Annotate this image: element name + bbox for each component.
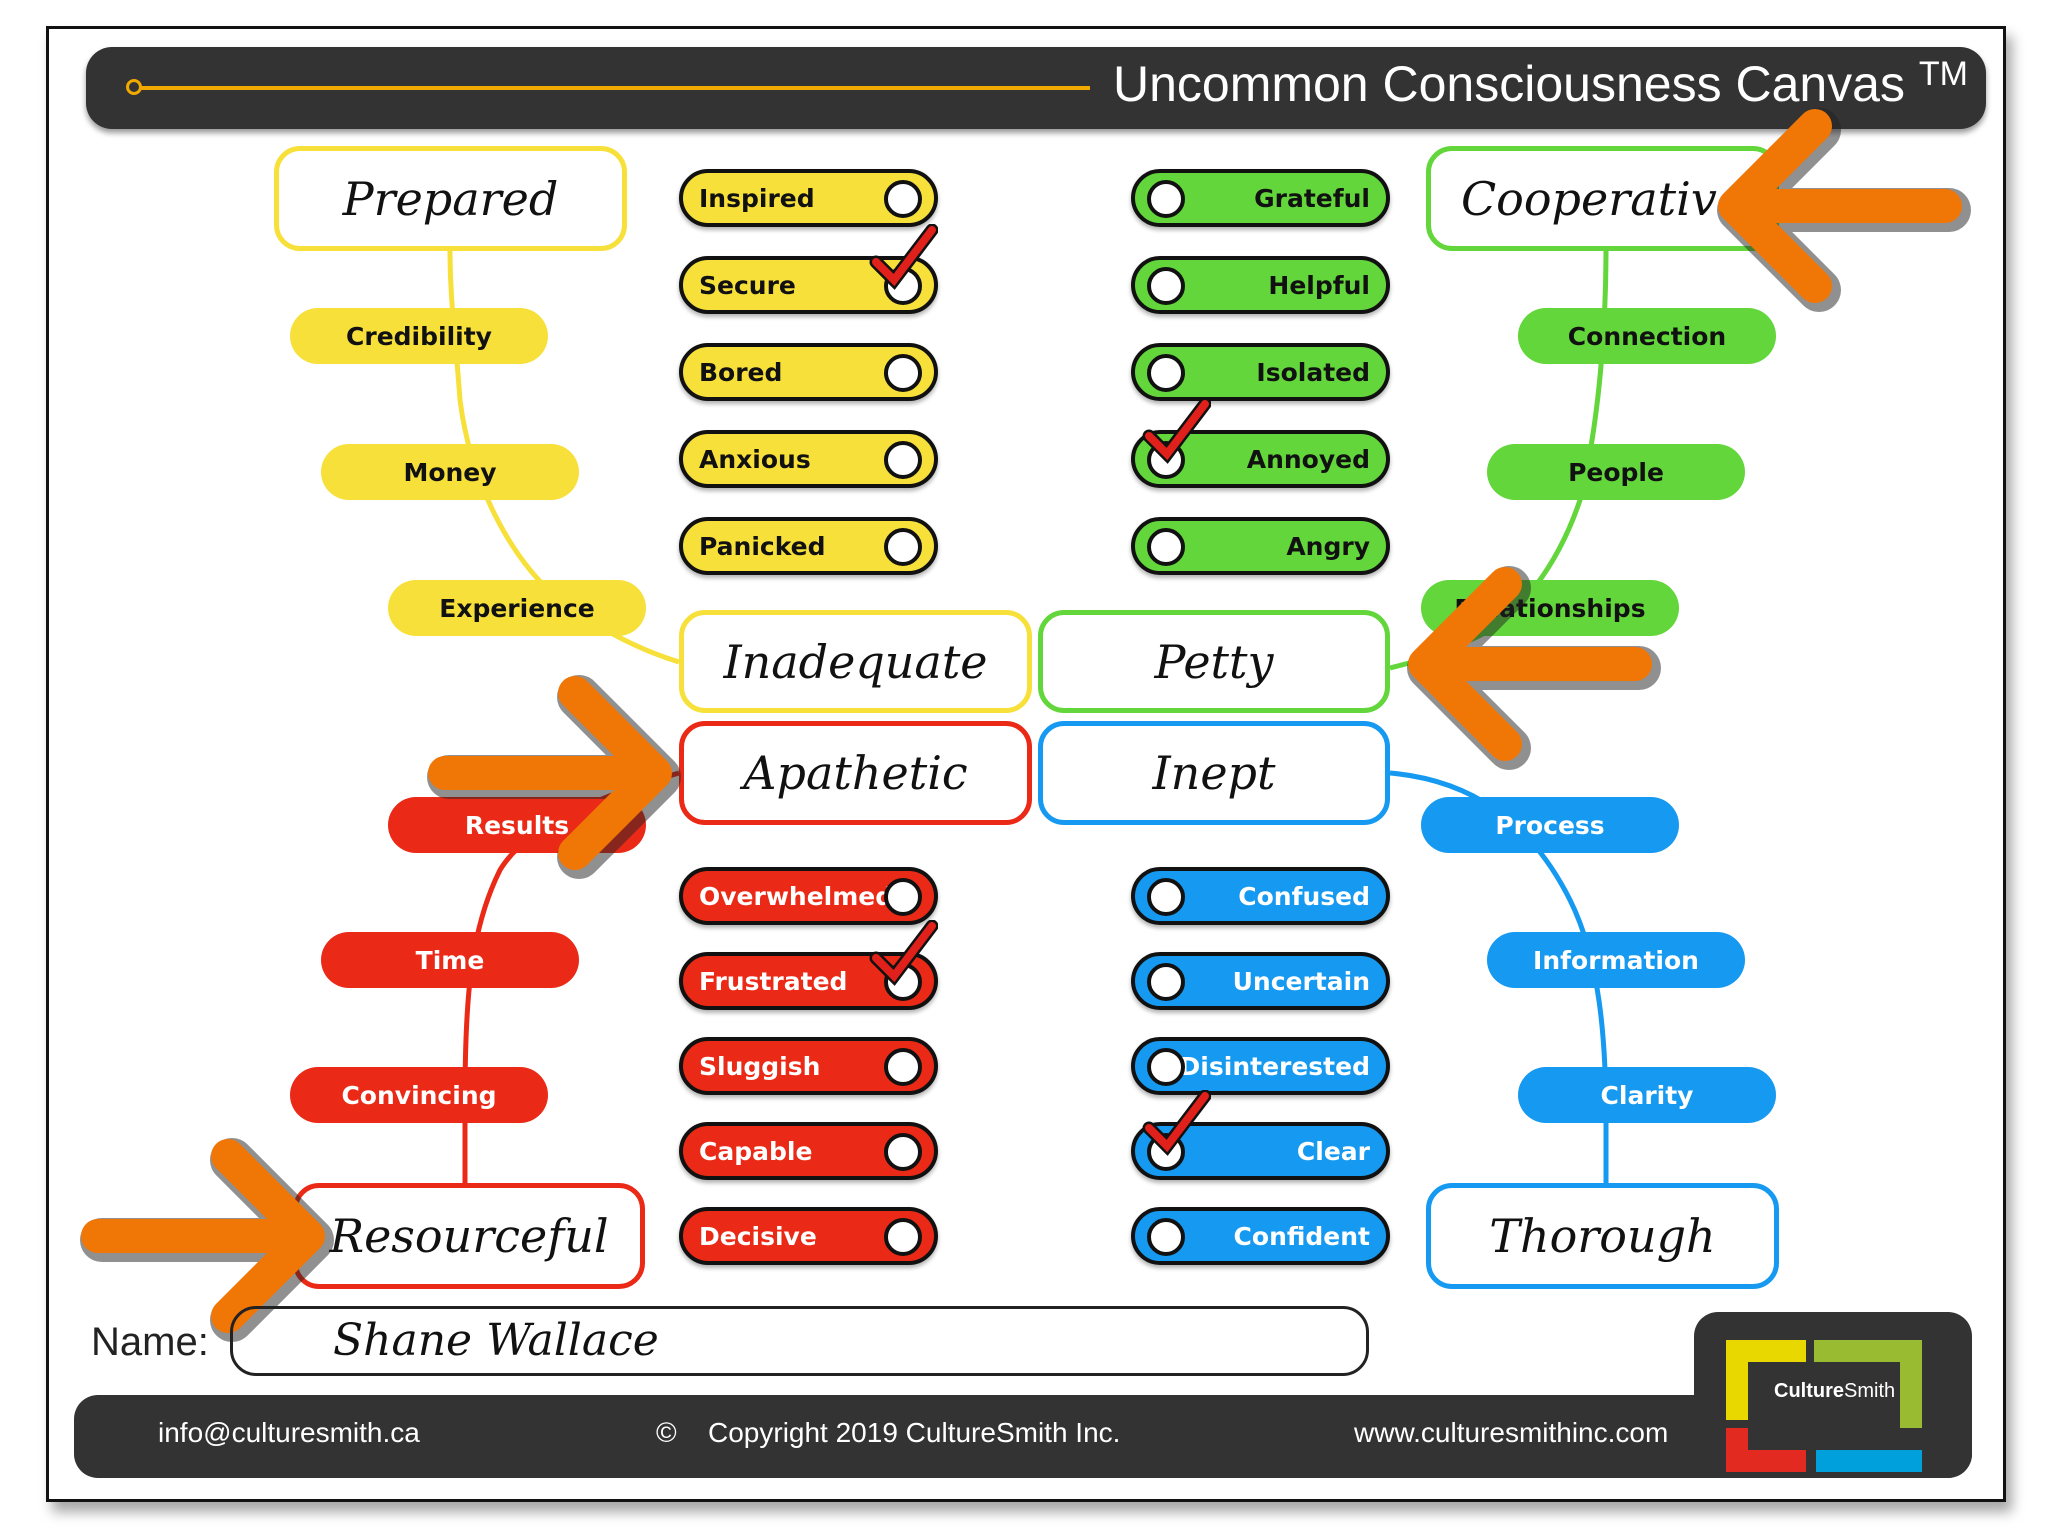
checkbox-unchecked[interactable] [1147,267,1185,305]
checkbox-unchecked[interactable] [1147,1218,1185,1256]
blue-checkbox-item[interactable]: Confused [1131,867,1390,925]
checkbox-label: Isolated [1256,357,1370,387]
blue-checkbox-item[interactable]: Disinterested [1131,1037,1390,1095]
green-checkbox-item[interactable]: Angry [1131,517,1390,575]
logo-mark-icon [1726,1340,1922,1472]
header-dot-icon [126,79,142,95]
green-tag: Relationships [1421,580,1679,636]
checkbox-label: Panicked [699,531,826,561]
yellow-checkbox-item[interactable]: Secure [679,223,939,314]
checkbox-label: Secure [699,270,796,300]
blue-checkbox-item[interactable]: Uncertain [1131,952,1390,1010]
checkbox-label: Disinterested [1179,1051,1370,1081]
red-title-box: Resourceful [293,1183,645,1289]
blue-checkbox-item[interactable]: Confident [1131,1207,1390,1265]
checkbox-label: Helpful [1268,270,1370,300]
name-input[interactable]: Shane Wallace [230,1306,1369,1376]
footer-copyright: Copyright 2019 CultureSmith Inc. [708,1417,1121,1448]
checkbox-unchecked[interactable] [884,1048,922,1086]
yellow-checkbox-item[interactable]: Panicked [679,517,938,575]
green-tag: People [1487,444,1745,500]
checkbox-unchecked[interactable] [1147,878,1185,916]
footer-website[interactable]: www.culturesmithinc.com [1354,1417,1669,1448]
yellow-center-box: Inadequate [679,610,1032,713]
trademark: TM [1918,55,1968,93]
checkbox-label: Capable [699,1136,813,1166]
green-tag: Connection [1518,308,1776,364]
checkbox-unchecked[interactable] [884,180,922,218]
red-checkbox-item[interactable]: Sluggish [679,1037,938,1095]
checkbox-label: Overwhelmed [699,881,894,911]
name-label: Name: [91,1320,209,1364]
checkbox-label: Confused [1238,881,1370,911]
checkbox-unchecked[interactable] [884,1218,922,1256]
green-checkbox-item[interactable]: Helpful [1131,256,1390,314]
checkbox-unchecked[interactable] [1147,1048,1185,1086]
culturesmith-logo: CultureSmith [1694,1312,1972,1478]
footer-email[interactable]: info@culturesmith.ca [158,1417,420,1448]
yellow-checkbox-item[interactable]: Anxious [679,430,938,488]
checkmark-icon [1141,1089,1212,1160]
red-checkbox-item[interactable]: Capable [679,1122,938,1180]
title-text: Uncommon Consciousness Canvas [1112,56,1905,112]
checkbox-unchecked[interactable] [1147,354,1185,392]
checkbox-label: Inspired [699,183,815,213]
yellow-tag: Credibility [290,308,548,364]
yellow-tag: Money [321,444,579,500]
blue-center-box: Inept [1038,721,1390,825]
checkbox-unchecked[interactable] [1147,963,1185,1001]
checkbox-label: Uncertain [1232,966,1370,996]
blue-tag: Process [1421,797,1679,853]
green-checkbox-item[interactable]: Isolated [1131,343,1390,401]
green-checkbox-item[interactable]: Grateful [1131,169,1390,227]
checkbox-label: Anxious [699,444,811,474]
blue-checkbox-item[interactable]: Clear [1131,1089,1390,1180]
checkbox-label: Annoyed [1246,444,1370,474]
checkbox-label: Frustrated [699,966,848,996]
green-center-box: Petty [1038,610,1390,713]
green-title-box: Cooperative [1426,146,1779,251]
checkbox-label: Grateful [1254,183,1370,213]
red-tag: Time [321,932,579,988]
footer-bar: info@culturesmith.ca © Copyright 2019 Cu… [74,1395,1972,1478]
blue-title-box: Thorough [1426,1183,1779,1289]
checkbox-label: Bored [699,357,783,387]
red-tag: Convincing [290,1067,548,1123]
logo-text: CultureSmith [1774,1380,1896,1402]
green-checkbox-item[interactable]: Annoyed [1131,397,1390,488]
yellow-title-box: Prepared [274,146,627,251]
checkbox-unchecked[interactable] [884,441,922,479]
header-bar: Uncommon Consciousness Canvas TM [86,47,1986,129]
page-title: Uncommon Consciousness Canvas TM [1113,55,1968,113]
checkbox-label: Sluggish [699,1051,821,1081]
red-checkbox-item[interactable]: Overwhelmed [679,867,938,925]
checkbox-label: Decisive [699,1221,817,1251]
copyright-icon: © [656,1417,677,1448]
checkbox-label: Clear [1296,1136,1370,1166]
checkbox-label: Angry [1286,531,1370,561]
yellow-checkbox-item[interactable]: Bored [679,343,938,401]
header-line [130,86,1090,90]
yellow-tag: Experience [388,580,646,636]
checkbox-unchecked[interactable] [884,354,922,392]
connector-line [1389,770,1609,1183]
checkbox-unchecked[interactable] [1147,528,1185,566]
yellow-checkbox-item[interactable]: Inspired [679,169,938,227]
blue-tag: Information [1487,932,1745,988]
checkbox-label: Confident [1233,1221,1370,1251]
checkmark-icon [868,919,939,990]
checkbox-unchecked[interactable] [884,878,922,916]
red-center-box: Apathetic [679,721,1032,825]
red-tag: Results [388,797,646,853]
blue-tag: Clarity [1518,1067,1776,1123]
red-checkbox-item[interactable]: Decisive [679,1207,938,1265]
checkmark-icon [1141,397,1212,468]
red-checkbox-item[interactable]: Frustrated [679,919,939,1010]
checkmark-icon [868,223,939,294]
checkbox-unchecked[interactable] [1147,180,1185,218]
checkbox-unchecked[interactable] [884,1133,922,1171]
checkbox-unchecked[interactable] [884,528,922,566]
